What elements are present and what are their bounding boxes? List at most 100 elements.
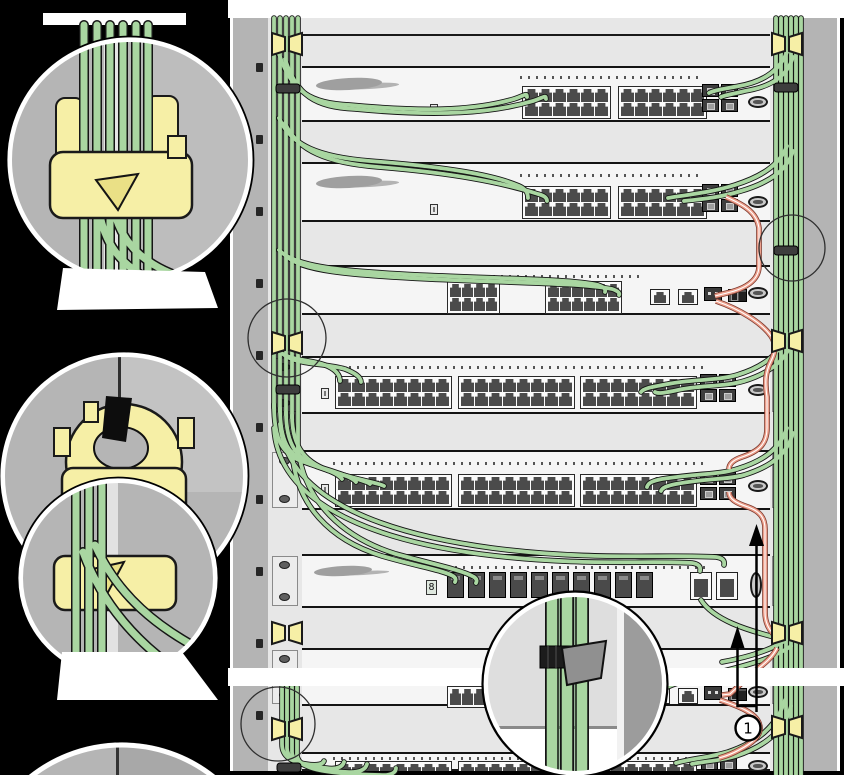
rj45-port xyxy=(691,203,704,216)
rj45-port xyxy=(559,393,572,406)
rj45-port xyxy=(531,379,544,392)
status-led-row xyxy=(520,76,702,79)
rj45-port xyxy=(560,298,571,311)
cable-clip-half xyxy=(271,31,286,57)
rj45-port xyxy=(595,189,608,202)
routing-arrows: 1 xyxy=(730,524,764,742)
rj45-port xyxy=(681,764,694,775)
rj45-port-bank xyxy=(458,376,575,409)
bottom-frame-edge xyxy=(230,771,844,775)
rj45-port xyxy=(663,89,676,102)
rj45-jack xyxy=(678,289,698,305)
rj45-port xyxy=(474,689,485,705)
rj45-port xyxy=(649,189,662,202)
rj45-port xyxy=(611,379,624,392)
green-cable xyxy=(290,685,369,775)
db9-pins xyxy=(753,291,763,295)
rj45-port xyxy=(653,393,666,406)
rj45-port xyxy=(489,764,502,775)
step-marker-label: 1 xyxy=(743,720,753,738)
green-cable xyxy=(719,55,795,99)
green-cable xyxy=(281,352,363,384)
rj45-port-bank xyxy=(522,186,611,219)
rj45-port xyxy=(553,103,566,116)
rj45-port xyxy=(461,477,474,490)
rj45-jack-tall xyxy=(716,572,738,600)
rj45-port xyxy=(545,477,558,490)
cable-strap xyxy=(773,82,799,93)
rj45-port xyxy=(352,491,365,504)
rj45-port xyxy=(366,491,379,504)
rj45-port xyxy=(691,103,704,116)
callout-clip-closed xyxy=(7,37,253,283)
green-cable-outline xyxy=(282,120,550,204)
cable-clip-half xyxy=(771,620,786,646)
rj45-port xyxy=(649,89,662,102)
rj45-port xyxy=(621,189,634,202)
rack-rail-hole xyxy=(256,63,263,72)
cable-clip-half xyxy=(288,31,303,57)
rj45-port xyxy=(525,103,538,116)
rj45-port xyxy=(583,491,596,504)
jack-opening xyxy=(720,579,734,597)
rj45-port xyxy=(649,103,662,116)
green-cable xyxy=(645,426,789,489)
jack-opening xyxy=(682,292,694,303)
left-callout-column xyxy=(0,13,260,775)
rack-rail-hole xyxy=(256,567,263,576)
callout-connector-beam xyxy=(57,268,218,310)
status-led-row xyxy=(447,566,707,569)
green-cable xyxy=(285,685,346,771)
green-cable-outline xyxy=(276,115,531,201)
rj45-port xyxy=(663,103,676,116)
right-rack-rail xyxy=(803,18,837,775)
cable-clip-half xyxy=(788,714,803,740)
cable-clip-half xyxy=(271,330,286,356)
cable-clip-half xyxy=(288,330,303,356)
rj45-port xyxy=(450,689,461,705)
rj45-port xyxy=(450,284,461,297)
rj45-port xyxy=(517,379,530,392)
rj45-port xyxy=(475,477,488,490)
rj45-port xyxy=(583,477,596,490)
rj45-port xyxy=(611,393,624,406)
rj45-port xyxy=(525,203,538,216)
status-led-row xyxy=(520,174,702,177)
interior-top-line xyxy=(302,34,770,36)
rj45-port xyxy=(625,379,638,392)
rj45-port xyxy=(567,89,580,102)
sfp-port xyxy=(700,389,717,402)
rj45-port xyxy=(545,491,558,504)
rj45-port xyxy=(584,298,595,311)
rj45-port xyxy=(560,284,571,297)
rj45-port xyxy=(639,491,652,504)
rj45-port xyxy=(548,284,559,297)
left-rail-highlight xyxy=(230,18,233,775)
rj45-port xyxy=(581,189,594,202)
green-cable xyxy=(283,121,549,203)
green-cable xyxy=(290,450,458,584)
ear-screw xyxy=(279,593,290,601)
rj45-port xyxy=(553,189,566,202)
rj45-port xyxy=(503,379,516,392)
rj45-port xyxy=(394,491,407,504)
power-button xyxy=(430,204,438,215)
rj45-port xyxy=(621,89,634,102)
rj45-port xyxy=(394,764,407,775)
rj45-port xyxy=(486,284,497,297)
rj45-port-bank xyxy=(618,86,707,119)
rj45-port xyxy=(639,764,652,775)
rj45-jack xyxy=(650,289,670,305)
magnifier-ring xyxy=(247,298,327,378)
rj45-port xyxy=(559,379,572,392)
rj45-port xyxy=(635,189,648,202)
rj45-port xyxy=(559,477,572,490)
rj45-port xyxy=(559,491,572,504)
rj45-port-bank xyxy=(335,474,452,507)
ear-screw xyxy=(279,495,290,503)
cable-clip-half xyxy=(788,31,803,57)
clip-jaw-right xyxy=(177,417,195,449)
green-cable-outline xyxy=(277,421,727,568)
power-button xyxy=(321,388,329,399)
rj45-port xyxy=(338,491,351,504)
